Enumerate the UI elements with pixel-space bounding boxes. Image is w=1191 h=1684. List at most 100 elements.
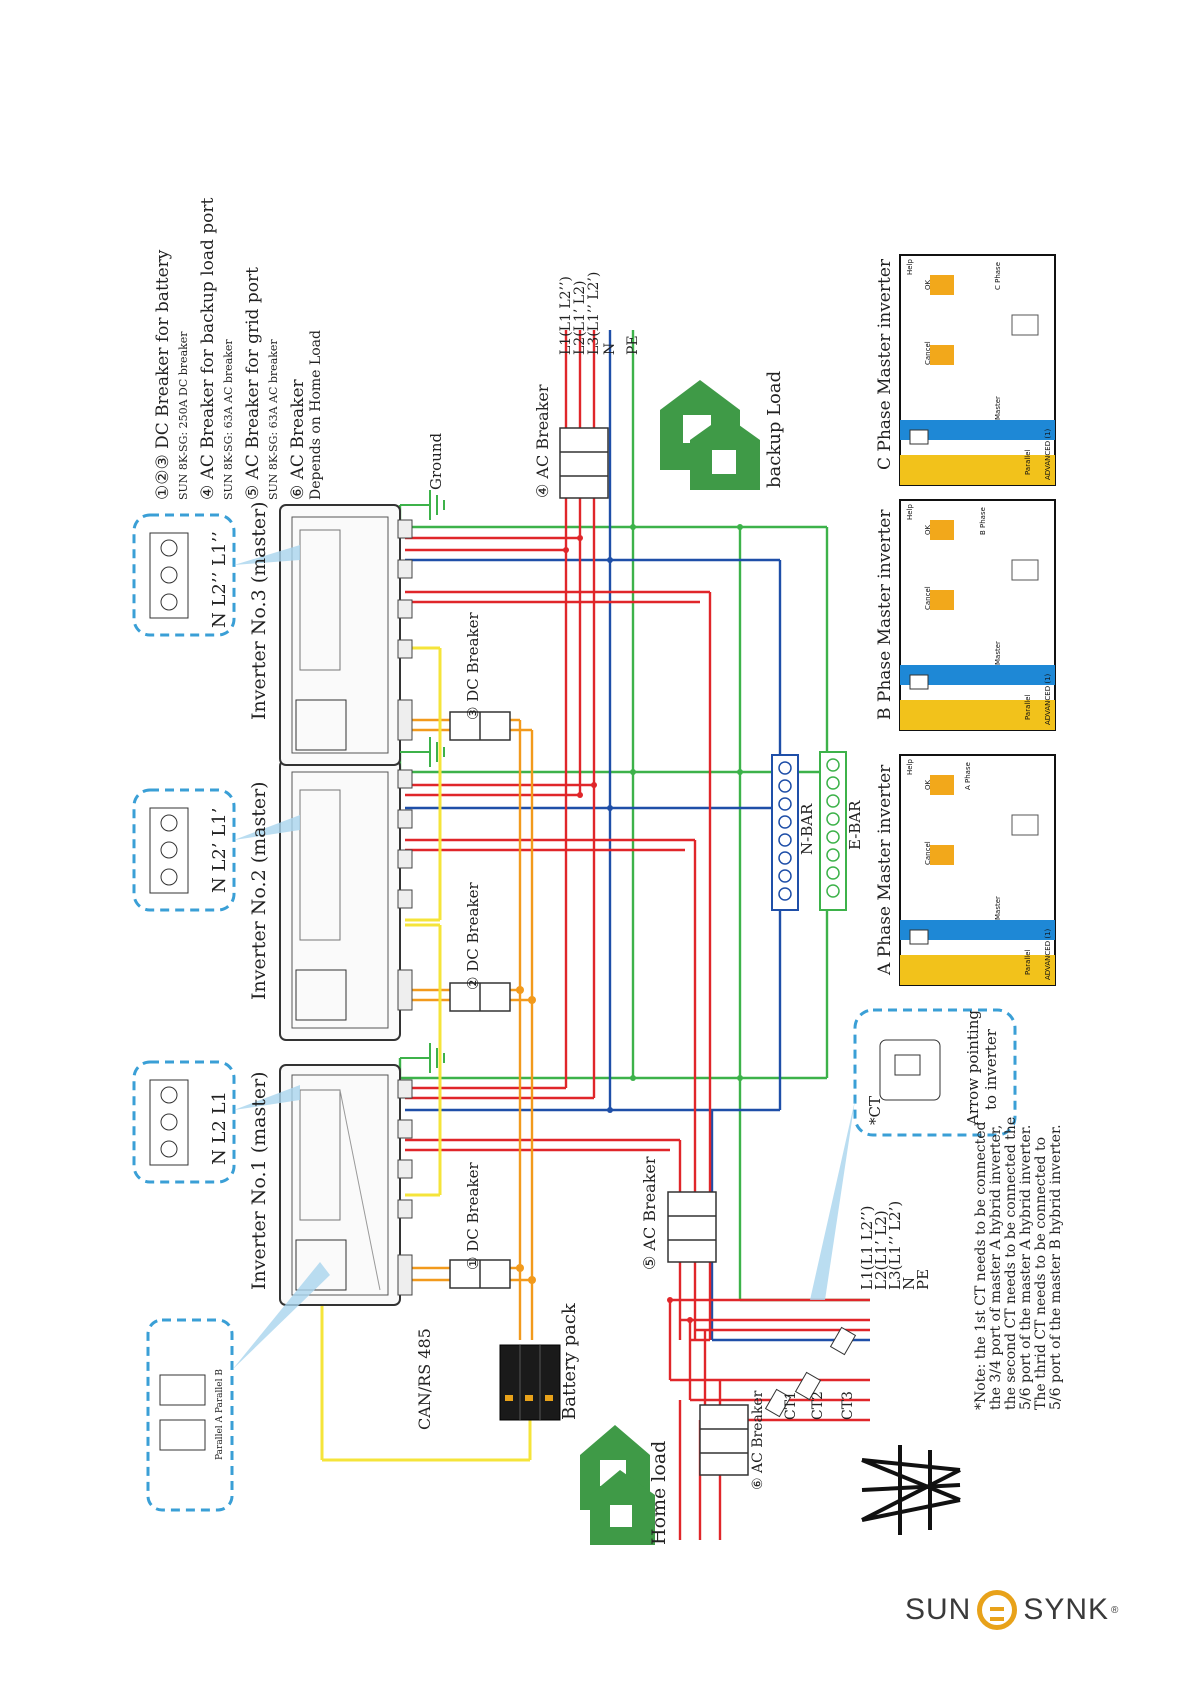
panel-b-help: Help (906, 503, 914, 520)
inverter-2 (279, 759, 401, 1041)
backup-load-label: backup Load (764, 371, 785, 488)
settings-panel-a (899, 754, 1056, 986)
legend-line-3: ④ AC Breaker for backup load port (198, 197, 218, 500)
home-load-label: Home load (648, 1441, 670, 1545)
legend-line-1: ①②③ DC Breaker for battery (153, 249, 173, 500)
ac-breaker-5-label: ⑤ AC Breaker (640, 1156, 659, 1270)
note-line-5: The thrid CT needs to be connected to (1033, 1137, 1049, 1410)
panel-c-master: Master (994, 396, 1002, 420)
ground-label: Ground (427, 432, 445, 490)
inverter-3-title: Inverter No.3 (master) (248, 501, 270, 720)
terminal-2-label: N L2’ L1’ (209, 808, 230, 893)
legend-line-7: ⑥ AC Breaker (288, 378, 308, 500)
grid-line-l3: L3(L1’’ L2’) (886, 1201, 904, 1290)
settings-panel-c (899, 254, 1056, 486)
backup-load-house-icon (660, 380, 760, 490)
panel-b-parallel: Parallel (1024, 694, 1032, 720)
ct-arrow-line-1: Arrow pointing (964, 1010, 982, 1126)
n-bar-label: N-BAR (798, 803, 816, 855)
backup-line-n: N (602, 343, 618, 355)
ct2-label: CT2 (810, 1391, 826, 1420)
dc-breaker-1-label: ① DC Breaker (464, 1162, 482, 1270)
panel-c-ok: OK (924, 279, 932, 290)
ac-breaker-6-label: ⑥ AC Breaker (750, 1390, 766, 1490)
wires (320, 330, 870, 1540)
note-line-3: the second CT needs to be connected the (1003, 1117, 1019, 1410)
note-line-2: the 3/4 port of master A hybrid inverter… (988, 1125, 1004, 1410)
brand-reg: ® (1111, 1604, 1120, 1616)
backup-line-l3: L3(L1’’ L2’) (586, 272, 602, 355)
legend-line-2: SUN 8K-SG: 250A DC breaker (177, 331, 190, 500)
brand-left: SUN (905, 1593, 972, 1626)
panel-a-cancel: Cancel (924, 841, 932, 865)
legend-line-5: ⑤ AC Breaker for grid port (243, 267, 263, 500)
cable-glands (397, 519, 413, 1296)
battery-pack-icon (499, 1344, 561, 1421)
terminal-3-label: N L2’’ L1’’ (209, 531, 230, 628)
ct3-label: CT3 (840, 1391, 856, 1420)
n-bar (771, 754, 799, 911)
ac-breaker-4-label: ④ AC Breaker (533, 384, 552, 498)
panel-b-checked: B Phase (979, 507, 987, 535)
sunsynk-logo: SUN SYNK ® (905, 1585, 1125, 1635)
panel-b-caption: B Phase Master inverter (875, 509, 895, 720)
terminal-zoom-boxes (132, 513, 1017, 1512)
grid-line-pe: PE (914, 1269, 932, 1290)
panel-a-parallel: Parallel (1024, 949, 1032, 975)
terminal-1-label: N L2 L1 (209, 1091, 230, 1165)
note-line-4: 5/6 port of the master A hybrid inverter… (1018, 1125, 1034, 1410)
panel-b-ok: OK (924, 524, 932, 535)
sunsynk-logo-icon (977, 1590, 1018, 1630)
panel-c-parallel: Parallel (1024, 449, 1032, 475)
grid-pylon-icon (861, 1445, 961, 1535)
legend-line-8: Depends on Home Load (308, 330, 324, 500)
panel-b-master: Master (994, 641, 1002, 665)
grid-line-l2: L2(L1’ L2) (872, 1210, 890, 1290)
panel-a-checked: A Phase (964, 762, 972, 790)
home-load-house-icon (580, 1425, 655, 1545)
panel-a-master: Master (994, 896, 1002, 920)
panel-c-header: ADVANCED (1) (1044, 428, 1052, 480)
ct-clamp-icons (764, 1039, 941, 1418)
dc-breaker-2-label: ② DC Breaker (464, 882, 482, 990)
e-bar-label: E-BAR (846, 800, 864, 850)
dc-breakers (449, 711, 511, 1289)
ct-box-label: *CT (866, 1096, 884, 1125)
note-line-1: *Note: the 1st CT needs to be connected (973, 1121, 989, 1410)
panel-c-help: Help (906, 258, 914, 275)
earth-wires (398, 330, 870, 1302)
ct1-label: CT1 (783, 1391, 799, 1420)
ground-symbols (400, 490, 445, 1073)
battery-pack-label: Battery pack (559, 1302, 580, 1420)
panel-a-header: ADVANCED (1) (1044, 928, 1052, 980)
panel-b-cancel: Cancel (924, 586, 932, 610)
can-rs485-label: CAN/RS 485 (415, 1328, 434, 1430)
panel-c-checked: C Phase (994, 262, 1002, 290)
panel-c-multi: MULTI INVERTER (1060, 403, 1068, 460)
legend-line-4: SUN 8K-SG: 63A AC breaker (222, 339, 235, 500)
panel-a-ok: OK (924, 779, 932, 790)
backup-line-pe: PE (625, 335, 641, 355)
parallel-ports-label: Parallel A Parallel B (215, 1369, 225, 1460)
panel-a-caption: A Phase Master inverter (875, 764, 895, 976)
panel-c-cancel: Cancel (924, 341, 932, 365)
ac-breakers (559, 427, 749, 1476)
panel-b-multi: MULTI INVERTER (1060, 648, 1068, 705)
inverter-1-title: Inverter No.1 (master) (248, 1071, 270, 1290)
e-bar (819, 751, 847, 911)
inverter-3 (279, 504, 401, 766)
panel-a-multi: MULTI INVERTER (1060, 903, 1068, 960)
backup-line-l1: L1(L1 L2’’) (558, 276, 574, 355)
grid-line-l1: L1(L1 L2’’) (858, 1205, 876, 1290)
note-line-6: 5/6 port of the master B hybrid inverter… (1048, 1124, 1064, 1410)
panel-a-help: Help (906, 758, 914, 775)
inverter-1 (279, 1064, 401, 1306)
grid-line-n: N (900, 1277, 918, 1290)
legend-line-6: SUN 8K-SG: 63A AC breaker (267, 339, 280, 500)
panel-b-header: ADVANCED (1) (1044, 673, 1052, 725)
inverter-2-title: Inverter No.2 (master) (248, 781, 270, 1000)
settings-panel-b (899, 499, 1056, 731)
panel-c-caption: C Phase Master inverter (875, 258, 895, 470)
dc-breaker-3-label: ③ DC Breaker (464, 612, 482, 720)
